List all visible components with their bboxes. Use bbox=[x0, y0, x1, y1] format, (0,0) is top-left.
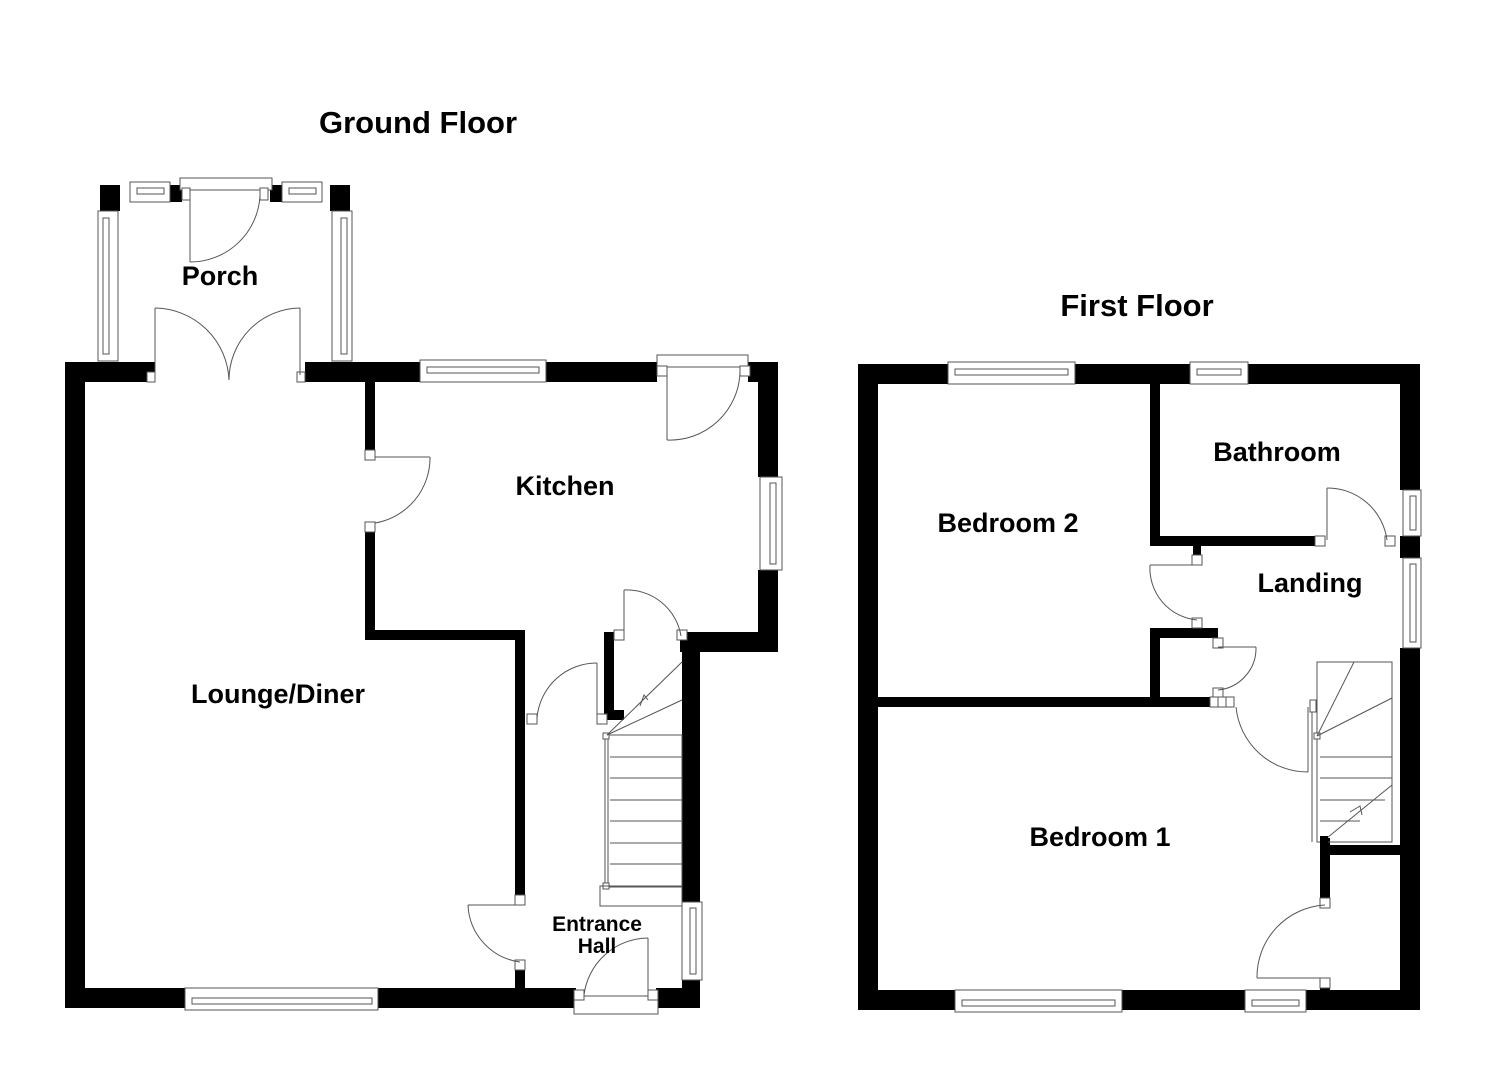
lounge-double-doors bbox=[146, 307, 306, 383]
porch: Porch bbox=[97, 177, 353, 362]
door-swing bbox=[467, 904, 521, 963]
window bbox=[331, 210, 353, 362]
first-floor-plan: First Floor bbox=[858, 288, 1422, 1013]
room-label-entrance: Entrance bbox=[552, 913, 642, 936]
room-label-landing: Landing bbox=[1258, 568, 1363, 598]
hall-window bbox=[681, 901, 703, 981]
front-door-frame bbox=[573, 995, 659, 1015]
door-swing bbox=[666, 371, 741, 441]
room-label-hall: Hall bbox=[578, 935, 617, 958]
room-label-kitchen: Kitchen bbox=[515, 471, 614, 501]
room-label-lounge-diner: Lounge/Diner bbox=[191, 679, 365, 709]
bedroom1-small-window bbox=[1244, 989, 1307, 1013]
bathroom-window bbox=[1189, 361, 1249, 385]
kitchen-window bbox=[419, 359, 547, 383]
ground-walls bbox=[65, 362, 778, 1008]
first-floor-title: First Floor bbox=[1060, 288, 1213, 323]
room-label-bathroom: Bathroom bbox=[1213, 437, 1341, 467]
window bbox=[129, 181, 171, 203]
bedroom1-window bbox=[954, 989, 1123, 1013]
door-swing bbox=[189, 195, 261, 263]
ground-floor-plan: Ground Floor Porch bbox=[65, 105, 783, 1015]
room-label-bedroom-1: Bedroom 1 bbox=[1029, 822, 1170, 852]
bathroom-side-window bbox=[1402, 489, 1422, 537]
bedroom2-window bbox=[947, 361, 1076, 385]
window bbox=[281, 181, 323, 203]
landing-window bbox=[1402, 557, 1422, 649]
lounge-window bbox=[184, 987, 379, 1011]
kitchen-back-door-frame bbox=[656, 354, 749, 368]
door-swing bbox=[374, 456, 431, 524]
door-swing bbox=[1326, 487, 1388, 541]
staircase-first bbox=[1309, 661, 1393, 846]
first-walls bbox=[858, 364, 1420, 1010]
ground-floor-title: Ground Floor bbox=[319, 105, 517, 140]
staircase-ground bbox=[599, 661, 683, 907]
kitchen-side-window bbox=[759, 476, 783, 571]
room-label-porch: Porch bbox=[182, 261, 259, 291]
room-label-bedroom-2: Bedroom 2 bbox=[937, 508, 1078, 538]
window bbox=[97, 210, 119, 362]
